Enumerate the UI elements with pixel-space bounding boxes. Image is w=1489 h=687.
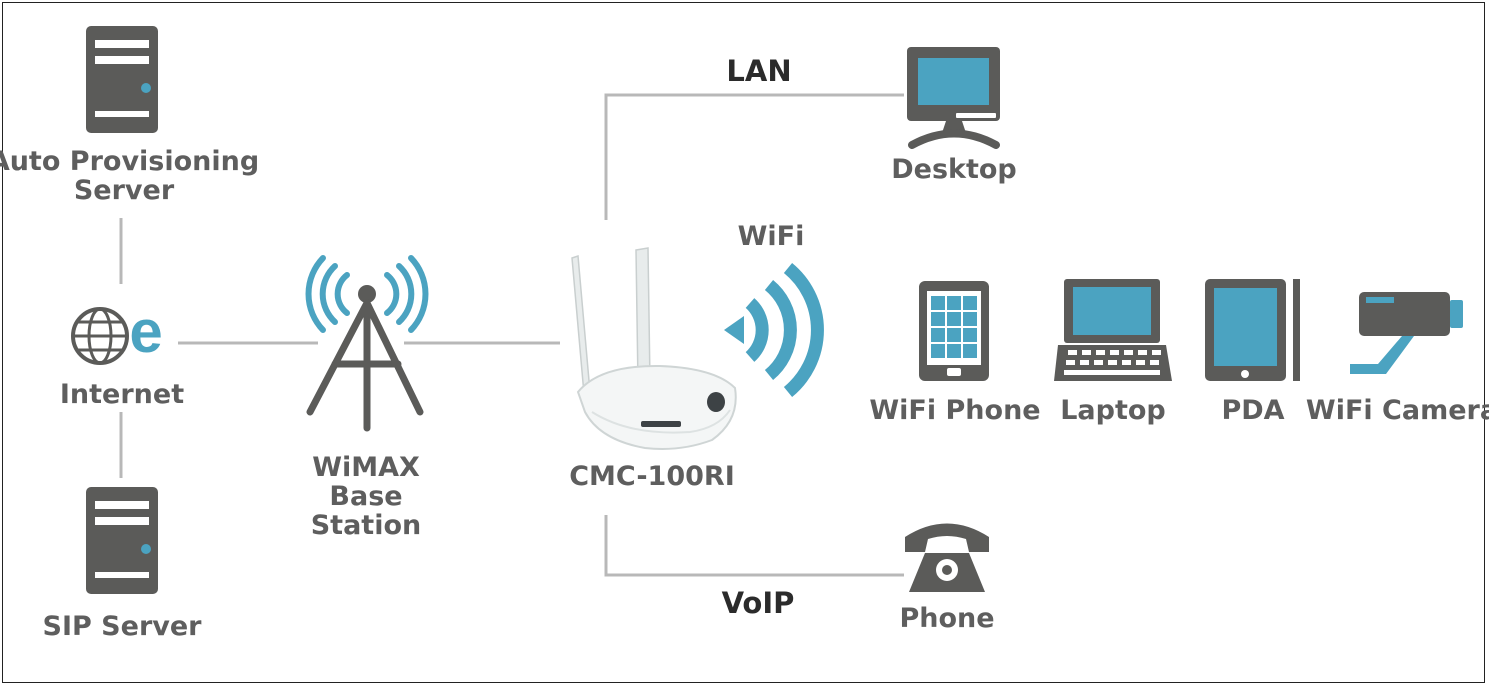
auto-provisioning-server-label-2: Server (74, 175, 175, 206)
phone-label: Phone (899, 603, 994, 634)
desktop-monitor-icon (907, 47, 1000, 149)
internet-e-icon: e (71, 297, 164, 367)
pda-icon (1205, 279, 1300, 381)
wifi-phone-icon (919, 281, 989, 381)
server-icon (86, 26, 158, 133)
wifi-signal-icon (724, 262, 824, 398)
sip-server-label: SIP Server (43, 611, 203, 642)
server-icon (86, 487, 158, 594)
line-lan (604, 93, 904, 220)
wifi-camera-label: WiFi Camera (1306, 395, 1489, 426)
desktop-label: Desktop (891, 154, 1017, 185)
router-icon (571, 247, 737, 450)
line-voip (604, 515, 904, 577)
laptop-label: Laptop (1060, 395, 1166, 426)
pda-label: PDA (1221, 395, 1284, 426)
wifi-link-label: WiFi (738, 221, 805, 252)
wimax-label-1: WiMAX (312, 452, 420, 483)
antenna-tower-icon (305, 255, 429, 432)
camera-icon (1350, 292, 1463, 374)
wimax-label-2: Base (329, 481, 402, 512)
lan-link-label: LAN (726, 54, 791, 88)
router-label: CMC-100RI (569, 461, 735, 492)
laptop-icon (1054, 279, 1172, 381)
wifi-phone-label: WiFi Phone (869, 395, 1040, 426)
voip-link-label: VoIP (722, 586, 795, 620)
svg-text:e: e (129, 298, 162, 365)
telephone-icon (905, 523, 989, 592)
wimax-label-3: Station (311, 510, 422, 541)
auto-provisioning-server-label-1: Auto Provisioning (0, 146, 259, 177)
connection-lines (119, 93, 904, 577)
internet-label: Internet (60, 379, 184, 410)
